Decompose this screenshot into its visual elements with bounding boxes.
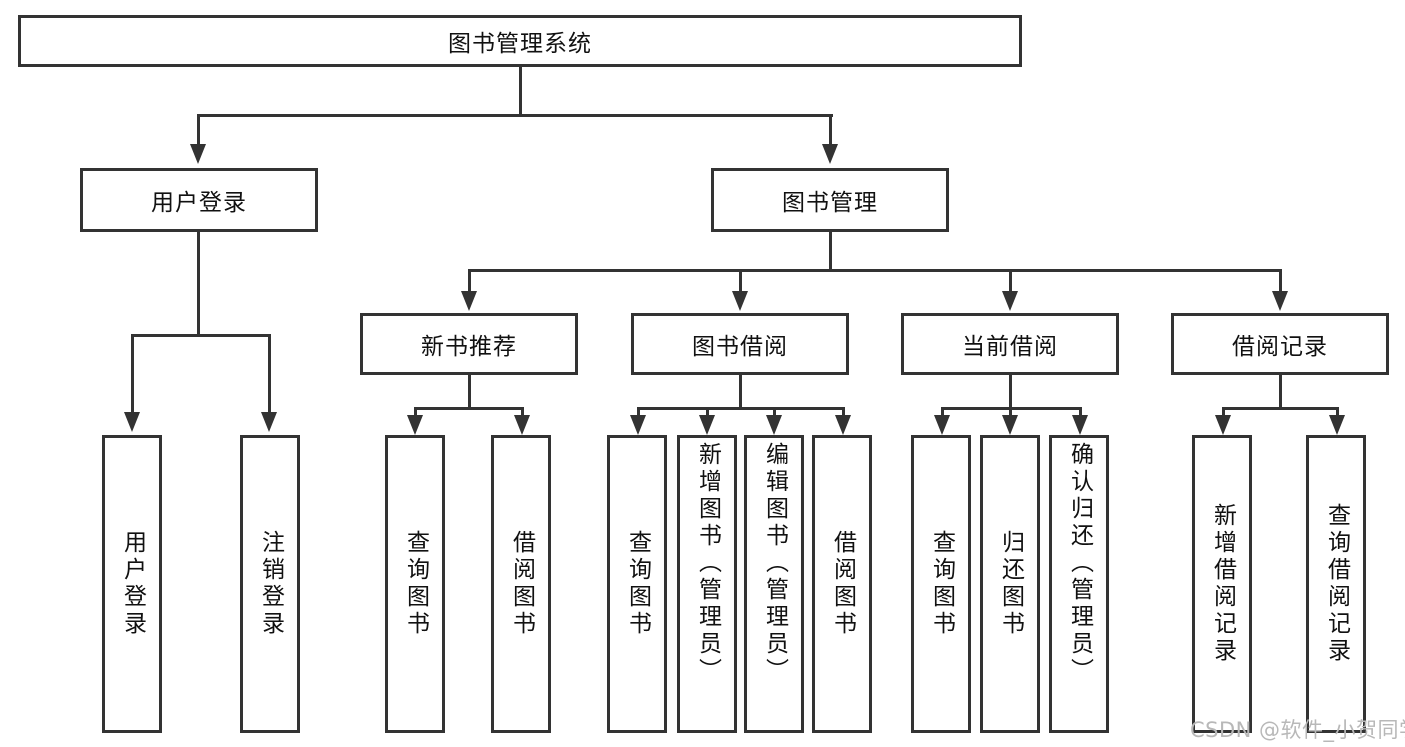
node-label: 图书管理系统: [448, 31, 592, 57]
node-label: 确认归还（管理员）: [1066, 442, 1093, 685]
arrow-to-bb-edit-book: [766, 415, 782, 435]
connector-bb-to-leaf-3: [773, 407, 776, 419]
node-label: 用户登录: [151, 190, 247, 216]
node-label: 归还图书: [997, 530, 1024, 638]
arrow-to-bb-borrow-book: [835, 415, 851, 435]
connector-user-login-stem: [197, 232, 200, 336]
node-label: 注销登录: [257, 530, 284, 638]
arrow-to-user-login-leaf: [124, 412, 140, 432]
connector-bb-to-leaf-4: [842, 407, 845, 419]
connector-root-to-book-management: [829, 114, 832, 144]
leaf-bb-query-book[interactable]: 查询图书: [607, 435, 667, 733]
arrow-to-logout-leaf: [261, 412, 277, 432]
node-current-borrow[interactable]: 当前借阅: [901, 313, 1119, 375]
connector-bm-to-new-book: [468, 269, 471, 291]
node-label: 查询图书: [402, 530, 429, 638]
arrow-to-cb-confirm-return: [1072, 415, 1088, 435]
leaf-br-add-record[interactable]: 新增借阅记录: [1192, 435, 1252, 733]
connector-user-login-to-leaf-2: [268, 334, 271, 412]
node-label: 用户登录: [119, 530, 146, 638]
connector-br-to-leaf-1: [1222, 407, 1225, 419]
leaf-nbr-borrow-book[interactable]: 借阅图书: [491, 435, 551, 733]
connector-nbr-stem: [468, 375, 471, 410]
connector-cb-to-leaf-1: [941, 407, 944, 419]
connector-br-bar: [1222, 407, 1339, 410]
leaf-bb-edit-book[interactable]: 编辑图书（管理员）: [744, 435, 804, 733]
node-label: 编辑图书（管理员）: [761, 442, 788, 685]
connector-nbr-to-leaf-1: [414, 407, 417, 419]
node-user-login[interactable]: 用户登录: [80, 168, 318, 232]
arrow-to-book-borrow: [732, 291, 748, 311]
connector-bm-to-borrow-records: [1279, 269, 1282, 291]
node-borrow-records[interactable]: 借阅记录: [1171, 313, 1389, 375]
connector-root-stem: [519, 67, 522, 115]
connector-root-to-user-login: [197, 114, 200, 144]
leaf-cb-return-book[interactable]: 归还图书: [980, 435, 1040, 733]
arrow-to-nbr-query-book: [407, 415, 423, 435]
connector-user-login-bar: [131, 334, 271, 337]
leaf-bb-add-book[interactable]: 新增图书（管理员）: [677, 435, 737, 733]
arrow-to-new-book-recommend: [461, 291, 477, 311]
connector-br-to-leaf-2: [1336, 407, 1339, 419]
arrow-to-br-query-record: [1329, 415, 1345, 435]
connector-bb-to-leaf-1: [637, 407, 640, 419]
leaf-bb-borrow-book[interactable]: 借阅图书: [812, 435, 872, 733]
connector-root-bar: [197, 114, 833, 117]
node-label: 新书推荐: [421, 334, 517, 360]
arrow-to-cb-return-book: [1002, 415, 1018, 435]
arrow-to-current-borrow: [1002, 291, 1018, 311]
node-root-book-management-system[interactable]: 图书管理系统: [18, 15, 1022, 67]
arrow-to-bb-query-book: [630, 415, 646, 435]
connector-nbr-bar: [414, 407, 524, 410]
connector-user-login-to-leaf-1: [131, 334, 134, 412]
connector-bm-to-book-borrow: [739, 269, 742, 291]
leaf-br-query-record[interactable]: 查询借阅记录: [1306, 435, 1366, 733]
arrow-to-nbr-borrow-book: [514, 415, 530, 435]
arrow-to-borrow-records: [1272, 291, 1288, 311]
node-label: 当前借阅: [962, 334, 1058, 360]
connector-cb-stem: [1009, 375, 1012, 410]
leaf-cb-confirm-return[interactable]: 确认归还（管理员）: [1049, 435, 1109, 733]
csdn-watermark: CSDN @软件_小贺同学: [1190, 718, 1405, 742]
leaf-logout[interactable]: 注销登录: [240, 435, 300, 733]
node-label: 图书借阅: [692, 334, 788, 360]
node-label: 借阅记录: [1232, 334, 1328, 360]
node-label: 新增图书（管理员）: [694, 442, 721, 685]
connector-cb-to-leaf-2: [1009, 407, 1012, 419]
leaf-cb-query-book[interactable]: 查询图书: [911, 435, 971, 733]
node-label: 查询图书: [624, 530, 651, 638]
node-book-management[interactable]: 图书管理: [711, 168, 949, 232]
arrow-to-bb-add-book: [699, 415, 715, 435]
arrow-to-br-add-record: [1215, 415, 1231, 435]
connector-book-management-stem: [829, 232, 832, 271]
node-book-borrow[interactable]: 图书借阅: [631, 313, 849, 375]
leaf-user-login[interactable]: 用户登录: [102, 435, 162, 733]
connector-bm-to-current-borrow: [1009, 269, 1012, 291]
node-new-book-recommend[interactable]: 新书推荐: [360, 313, 578, 375]
arrow-to-user-login: [190, 144, 206, 164]
connector-book-management-bar: [468, 269, 1280, 272]
connector-nbr-to-leaf-2: [521, 407, 524, 419]
connector-cb-to-leaf-3: [1079, 407, 1082, 419]
connector-br-stem: [1279, 375, 1282, 410]
node-label: 借阅图书: [829, 530, 856, 638]
connector-bb-to-leaf-2: [706, 407, 709, 419]
connector-bb-stem: [739, 375, 742, 410]
node-label: 查询借阅记录: [1323, 503, 1350, 665]
arrow-to-cb-query-book: [934, 415, 950, 435]
node-label: 查询图书: [928, 530, 955, 638]
leaf-nbr-query-book[interactable]: 查询图书: [385, 435, 445, 733]
node-label: 新增借阅记录: [1209, 503, 1236, 665]
node-label: 图书管理: [782, 190, 878, 216]
connector-bb-bar: [637, 407, 845, 410]
node-label: 借阅图书: [508, 530, 535, 638]
arrow-to-book-management: [822, 144, 838, 164]
